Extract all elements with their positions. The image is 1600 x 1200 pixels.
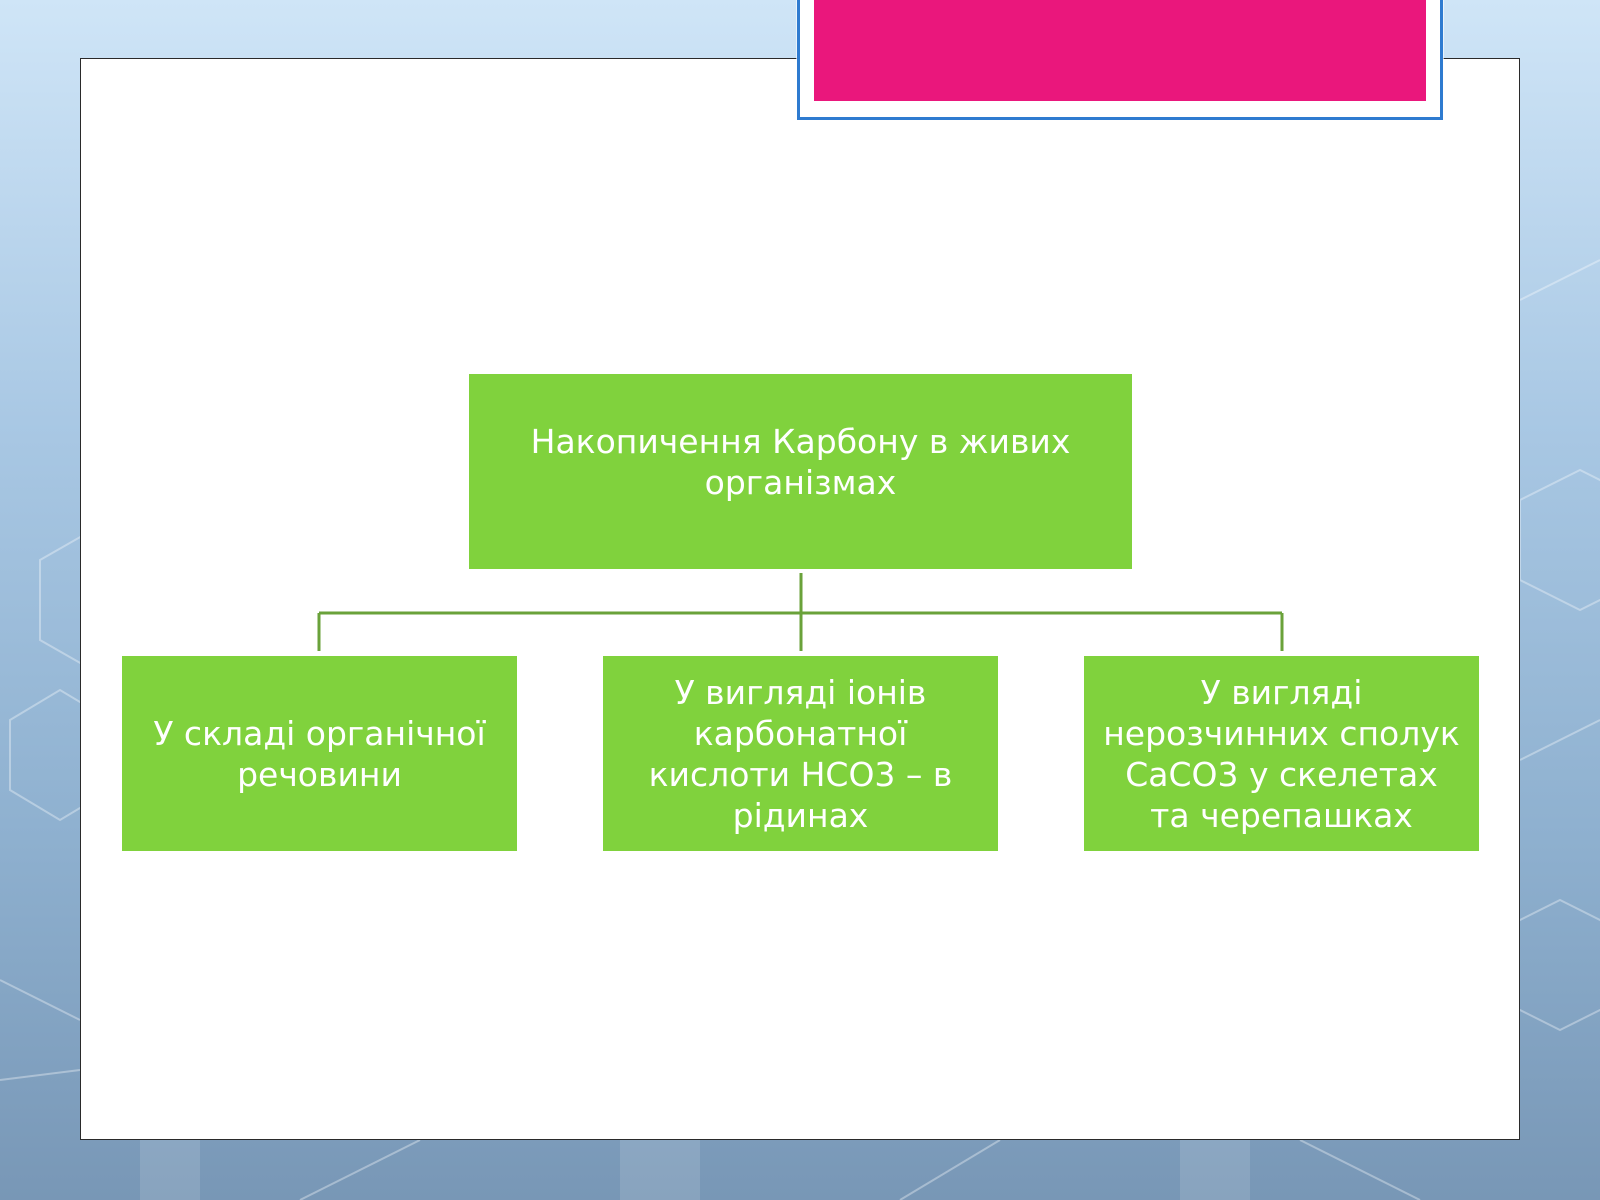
diagram-node-label: У вигляді нерозчинних сполук CaCO3 у ске… xyxy=(1103,672,1460,835)
diagram-node-root: Накопичення Карбону в живих організмах xyxy=(469,374,1132,569)
diagram-node-organic-matter: У складі органічної речовини xyxy=(122,656,517,851)
diagram-node-label: У вигляді іонів карбонатної кислоти HCO3… xyxy=(648,672,953,835)
slide-content-panel xyxy=(80,58,1520,1140)
diagram-node-insoluble-compounds: У вигляді нерозчинних сполук CaCO3 у ске… xyxy=(1084,656,1479,851)
title-frame xyxy=(797,0,1443,120)
diagram-node-carbonate-ions: У вигляді іонів карбонатної кислоти HCO3… xyxy=(603,656,998,851)
diagram-node-label: У складі органічної речовини xyxy=(153,713,486,794)
title-bar xyxy=(814,0,1426,101)
diagram-node-root-label: Накопичення Карбону в живих організмах xyxy=(530,421,1071,502)
